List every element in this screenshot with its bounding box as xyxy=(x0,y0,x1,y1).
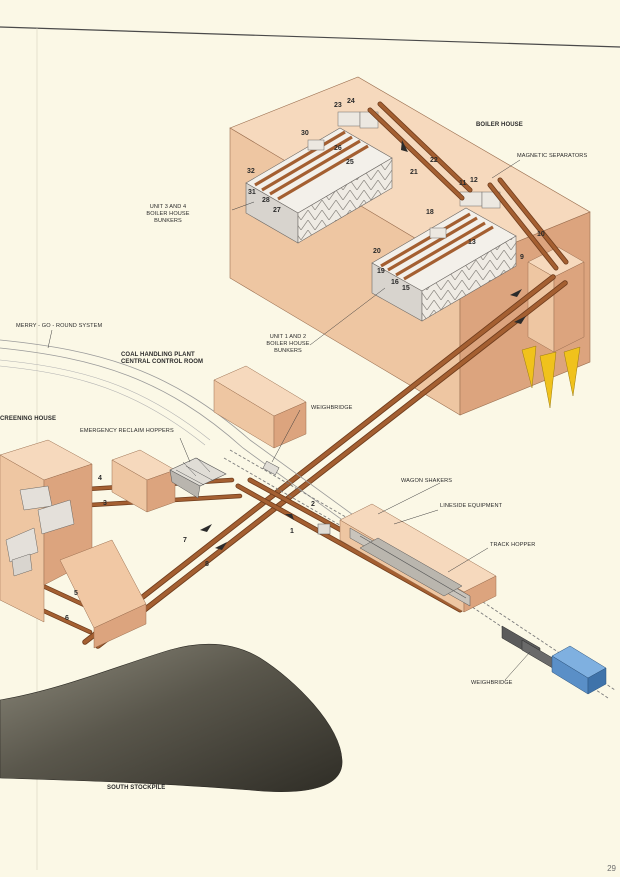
label-weighbridge-bottom: WEIGHBRIDGE xyxy=(471,680,513,686)
unit-3-4-bunkers xyxy=(245,111,393,244)
label-merry-go-round: MERRY - GO - ROUND SYSTEM xyxy=(16,323,103,329)
conveyor-number-26: 26 xyxy=(334,145,342,152)
conveyor-number-19: 19 xyxy=(377,268,385,275)
central-control-room xyxy=(213,365,307,449)
emergency-reclaim-hoppers xyxy=(111,449,227,513)
label-magnetic-separators: MAGNETIC SEPARATORS xyxy=(517,153,588,159)
label-screening-house: CREENING HOUSE xyxy=(0,416,57,422)
conveyor-number-16: 16 xyxy=(391,279,399,286)
label-unit12-line1: UNIT 1 AND 2 xyxy=(269,334,307,340)
conveyor-number-7: 7 xyxy=(183,537,187,544)
conveyor-number-18: 18 xyxy=(426,209,434,216)
conveyor-number-8: 8 xyxy=(205,561,209,568)
label-emergency-reclaim: EMERGENCY RECLAIM HOPPERS xyxy=(80,428,174,434)
yellow-hoppers xyxy=(521,345,581,409)
label-track-hopper: TRACK HOPPER xyxy=(490,542,536,548)
conveyor-number-28: 28 xyxy=(262,197,270,204)
page-number: 29 xyxy=(607,864,616,873)
conveyor-number-23: 23 xyxy=(334,102,342,109)
conveyor-number-20: 20 xyxy=(373,248,381,255)
label-boiler-house: BOILER HOUSE xyxy=(476,122,523,128)
conveyor-number-11: 11 xyxy=(459,180,467,187)
conveyor-number-27: 27 xyxy=(273,207,281,214)
conveyor-number-21: 21 xyxy=(410,169,418,176)
train xyxy=(501,625,607,695)
conveyor-number-5: 5 xyxy=(74,590,78,597)
conveyor-number-31: 31 xyxy=(248,189,256,196)
conveyor-number-6: 6 xyxy=(65,615,69,622)
label-wagon-shakers: WAGON SHAKERS xyxy=(401,478,453,484)
label-south-stockpile: SOUTH STOCKPILE xyxy=(107,785,166,791)
label-unit12-bunkers: UNIT 1 AND 2 BOILER HOUSE BUNKERS xyxy=(260,334,316,355)
conveyor-number-12: 12 xyxy=(470,177,478,184)
label-unit12-line3: BUNKERS xyxy=(274,348,302,354)
conveyor-number-13: 13 xyxy=(468,239,476,246)
label-control-room-line2: CENTRAL CONTROL ROOM xyxy=(121,359,204,365)
conveyor-number-24: 24 xyxy=(347,98,355,105)
transfer-tower xyxy=(527,246,585,353)
label-unit34-bunkers: UNIT 3 AND 4 BOILER HOUSE BUNKERS xyxy=(140,204,196,225)
label-lineside-equipment: LINESIDE EQUIPMENT xyxy=(440,503,503,509)
label-unit34-line3: BUNKERS xyxy=(154,218,182,224)
screening-house xyxy=(0,439,147,649)
leader-lines xyxy=(47,159,531,681)
conveyor-number-22: 22 xyxy=(430,157,438,164)
top-rule xyxy=(0,26,620,48)
label-unit34-line1: UNIT 3 AND 4 xyxy=(149,204,187,210)
conveyor-number-10: 10 xyxy=(537,231,545,238)
weighbridge-box-top xyxy=(262,460,280,476)
label-unit34-line2: BOILER HOUSE xyxy=(146,211,190,217)
label-weighbridge-top: WEIGHBRIDGE xyxy=(311,405,353,411)
label-control-room: COAL HANDLING PLANT CENTRAL CONTROL ROOM xyxy=(121,352,203,366)
label-control-room-line1: COAL HANDLING PLANT xyxy=(121,352,195,358)
conveyor-number-9: 9 xyxy=(520,254,524,261)
conveyor-number-25: 25 xyxy=(346,159,354,166)
conveyor-number-3: 3 xyxy=(103,500,107,507)
conveyor-number-30: 30 xyxy=(301,130,309,137)
conveyor-number-32: 32 xyxy=(247,168,255,175)
track-hopper-building xyxy=(339,503,497,613)
conveyor-number-4: 4 xyxy=(98,475,102,482)
unit-1-2-bunkers xyxy=(371,191,517,322)
lineside-box xyxy=(317,523,331,535)
conveyor-number-15: 15 xyxy=(402,285,410,292)
south-stockpile xyxy=(0,643,343,792)
label-unit12-line2: BOILER HOUSE xyxy=(266,341,310,347)
conveyor-number-2: 2 xyxy=(311,501,315,508)
conveyor-number-1: 1 xyxy=(290,528,294,535)
